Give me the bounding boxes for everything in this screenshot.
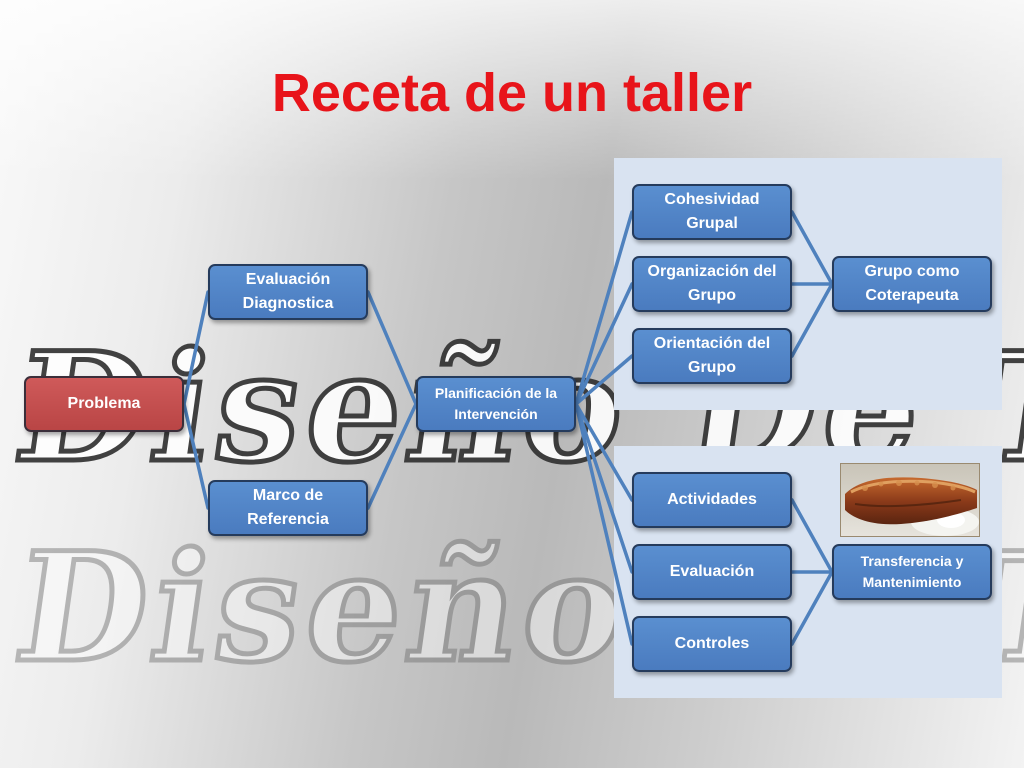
connector-marco-planificacion	[366, 402, 418, 510]
node-problema[interactable]: Problema	[24, 376, 184, 432]
slide-title: Receta de un taller	[271, 63, 753, 123]
node-evaluacion-diagnostica[interactable]: Evaluación Diagnostica	[208, 264, 368, 320]
connector-problema-evaluacion	[182, 290, 210, 406]
connector-evaluacion-planificacion	[366, 290, 418, 406]
connector-planificacion-controles	[574, 402, 634, 646]
connector-actividades-transferencia	[790, 498, 834, 574]
connector-orientacion-grupo	[790, 282, 834, 358]
node-transferencia-mantenimiento[interactable]: Transferencia y Mantenimiento	[832, 544, 992, 600]
node-grupo-coterapeuta[interactable]: Grupo como Coterapeuta	[832, 256, 992, 312]
node-evaluacion[interactable]: Evaluación	[632, 544, 792, 600]
food-photo	[840, 463, 980, 537]
node-controles[interactable]: Controles	[632, 616, 792, 672]
connector-planificacion-actividades	[574, 402, 634, 502]
node-actividades[interactable]: Actividades	[632, 472, 792, 528]
node-cohesividad-grupal[interactable]: Cohesividad Grupal	[632, 184, 792, 240]
connector-controles-transferencia	[790, 570, 834, 646]
connector-planificacion-evaluacion	[574, 402, 634, 574]
node-marco-referencia[interactable]: Marco de Referencia	[208, 480, 368, 536]
connector-planificacion-organizacion	[574, 282, 634, 406]
connector-problema-marco	[182, 402, 210, 510]
connector-cohesividad-grupo	[790, 210, 834, 286]
connector-planificacion-cohesividad	[574, 210, 634, 406]
node-planificacion[interactable]: Planificación de la Intervención	[416, 376, 576, 432]
node-organizacion-grupo[interactable]: Organización del Grupo	[632, 256, 792, 312]
node-orientacion-grupo[interactable]: Orientación del Grupo	[632, 328, 792, 384]
connector-planificacion-orientacion	[574, 354, 634, 406]
